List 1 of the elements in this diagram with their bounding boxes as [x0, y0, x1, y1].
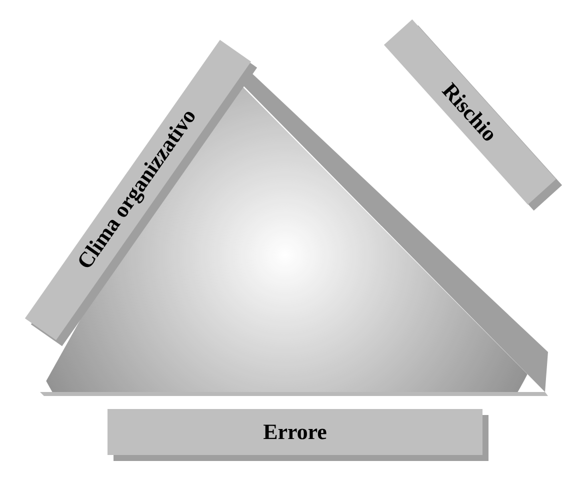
label-bar: Errore — [108, 409, 488, 461]
